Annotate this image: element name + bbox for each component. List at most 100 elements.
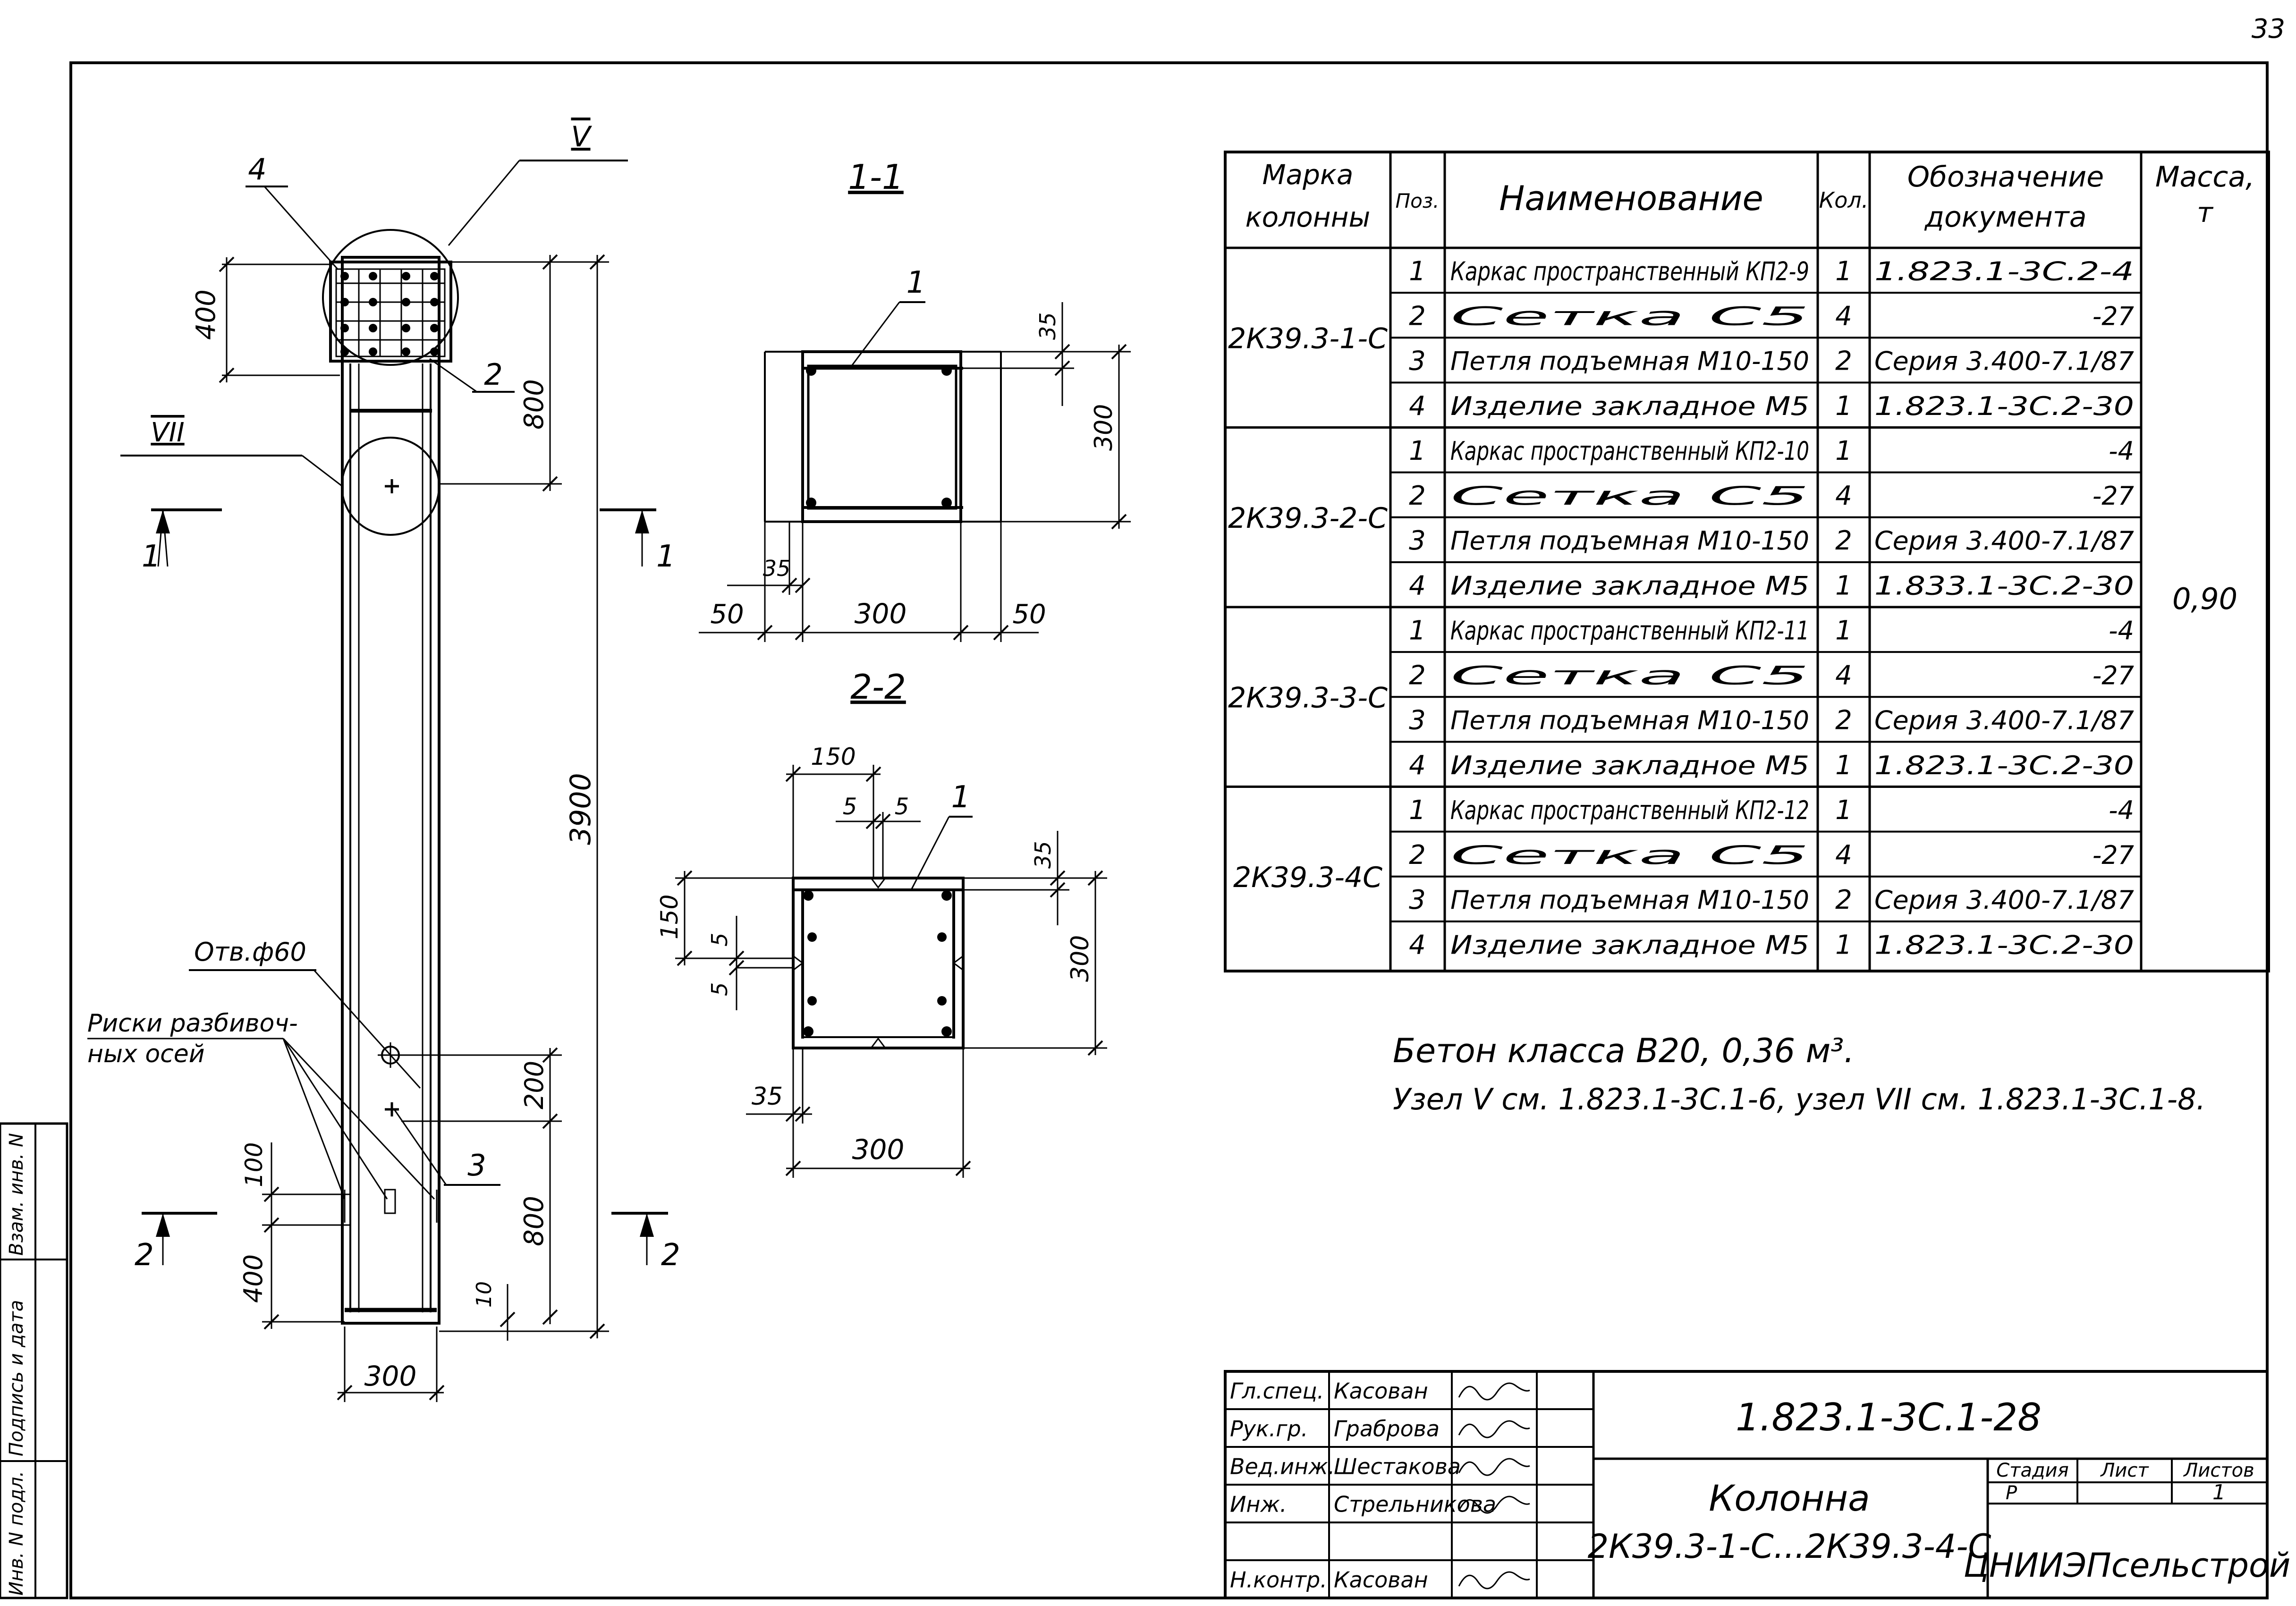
cell-name: Сетка С5: [1450, 661, 1809, 691]
cell-name: Каркас пространственный КП2-10: [1450, 436, 1809, 466]
title-block-name: Шестакова: [1334, 1454, 1461, 1479]
cell-pos: 3: [1409, 346, 1426, 377]
cell-doc: -4: [2109, 436, 2134, 466]
cell-pos: 4: [1409, 750, 1426, 781]
cell-doc: -4: [2109, 795, 2134, 825]
section-2-2-dim-5-left-a: 5: [707, 933, 732, 947]
section-2-2-dim-150-left: 150: [656, 895, 683, 939]
cell-qty: 2: [1835, 346, 1852, 377]
cell-qty: 1: [1835, 570, 1852, 601]
section-1-1-dim-50-left: 50: [710, 599, 744, 630]
doc-code: 1.823.1-3С.1-28: [1736, 1395, 2042, 1439]
section-1-1-body: [801, 350, 962, 523]
section-2-2-body: [792, 877, 965, 1049]
sheet-label: Лист: [2100, 1460, 2149, 1481]
item-marks: 2К39.3-1-С...2К39.3-4-С: [1588, 1527, 1991, 1566]
dim-200: 200: [519, 1061, 549, 1109]
title-block-name: Граброва: [1334, 1416, 1440, 1442]
header-mark-2: колонны: [1245, 201, 1371, 233]
cell-qty: 2: [1835, 885, 1852, 915]
dim-3900: 3900: [564, 773, 597, 845]
cell-name: Изделие закладное М5: [1450, 930, 1809, 960]
section-2-2-dim-35-bottom: 35: [752, 1082, 783, 1111]
cell-qty: 1: [1835, 750, 1852, 781]
section-2-2-dim-35-top: 35: [1030, 841, 1056, 869]
signature-mark: [1458, 1420, 1530, 1438]
cell-pos: 1: [1409, 795, 1426, 826]
cell-qty: 1: [1835, 795, 1852, 826]
title-block-role: Инж.: [1230, 1492, 1287, 1517]
cell-name: Сетка С5: [1450, 302, 1809, 331]
cell-pos: 2: [1409, 840, 1426, 871]
signature-mark: [1458, 1571, 1530, 1589]
cell-pos: 1: [1409, 615, 1426, 646]
cell-name: Каркас пространственный КП2-11: [1450, 616, 1809, 645]
cell-doc: Серия 3.400-7.1/87: [1874, 347, 2134, 376]
cell-qty: 1: [1835, 615, 1852, 646]
cell-name: Каркас пространственный КП2-9: [1450, 256, 1809, 286]
cell-qty: 4: [1835, 301, 1852, 332]
header-name: Наименование: [1499, 178, 1763, 218]
section-2-2-dim-150-top: 150: [811, 743, 856, 770]
section-2-2-title: 2-2: [850, 667, 906, 707]
cell-pos: 4: [1409, 930, 1426, 960]
title-block-role: Гл.спец.: [1230, 1378, 1324, 1404]
axis-marks-label-1: Риски разбивоч-: [87, 1009, 298, 1038]
hole-label: Отв.ф60: [194, 937, 306, 967]
cell-qty: 2: [1835, 525, 1852, 556]
stage-label: Стадия: [1996, 1460, 2068, 1481]
node-vii-label: VII: [151, 417, 184, 448]
column-head: [329, 261, 452, 363]
cell-name: Изделие закладное М5: [1450, 571, 1809, 600]
cell-mark: 2К39.3-4С: [1233, 861, 1382, 894]
section-2-2: 2-2 1 150 5 5: [656, 667, 1107, 1178]
section-1-1-dim-35-top: 35: [1035, 312, 1060, 340]
note-line-1: Бетон класса В20, 0,36 м³.: [1393, 1031, 1855, 1070]
dim-300-elev: 300: [364, 1360, 417, 1392]
pos-3-label: 3: [467, 1148, 486, 1183]
cut-2-left-label: 2: [135, 1238, 154, 1273]
cell-mark: 2К39.3-2-С: [1228, 502, 1388, 535]
stamp-signature-date: Подпись и дата: [6, 1300, 27, 1456]
cell-pos: 4: [1409, 391, 1426, 422]
cut-1-right-label: 1: [656, 539, 676, 574]
mass-value: 0,90: [2172, 582, 2237, 616]
column-outline: [341, 256, 441, 1325]
header-qty: Кол.: [1819, 187, 1869, 213]
cell-qty: 4: [1835, 481, 1852, 511]
page-number: 33: [2252, 14, 2285, 44]
node-v-circle: [322, 229, 459, 366]
cell-doc: Серия 3.400-7.1/87: [1874, 526, 2134, 556]
stage-value: Р: [2006, 1482, 2017, 1504]
cell-pos: 2: [1409, 660, 1426, 691]
header-doc-2: документа: [1924, 201, 2086, 234]
node-v-label: V: [571, 120, 592, 153]
cell-doc: -27: [2093, 661, 2134, 691]
cell-doc: 1.823.1-3С.2-30: [1874, 391, 2134, 421]
cell-pos: 4: [1409, 570, 1426, 601]
cell-name: Каркас пространственный КП2-12: [1450, 795, 1809, 825]
org-name: ЦНИИЭПсельстрой: [1964, 1546, 2291, 1585]
cell-pos: 3: [1409, 885, 1426, 915]
title-block-name: Касован: [1334, 1378, 1428, 1404]
item-name: Колонна: [1709, 1477, 1870, 1519]
cell-pos: 1: [1409, 256, 1426, 287]
cell-qty: 1: [1835, 436, 1852, 466]
dim-800-top: 800: [519, 379, 550, 430]
title-block-name: Стрельникова: [1334, 1492, 1496, 1517]
pos-4-label: 4: [248, 152, 266, 186]
cell-doc: Серия 3.400-7.1/87: [1874, 706, 2134, 735]
section-2-2-dim-5-left-b: 5: [707, 982, 732, 996]
cell-doc: -27: [2093, 302, 2134, 331]
cell-name: Сетка С5: [1450, 840, 1809, 870]
section-2-2-dim-300-bottom: 300: [852, 1133, 905, 1166]
column-elevation: V VII 4 2 3 Отв.ф60 Риски разбивоч- ных …: [87, 120, 680, 1402]
cell-doc: -27: [2093, 840, 2134, 870]
cell-doc: -4: [2109, 616, 2134, 645]
header-mass-2: т: [2197, 196, 2214, 228]
cell-qty: 1: [1835, 930, 1852, 960]
cell-doc: 1.823.1-3С.2-30: [1874, 751, 2134, 780]
cell-doc: Серия 3.400-7.1/87: [1874, 885, 2134, 915]
cut-2-right-label: 2: [661, 1238, 680, 1273]
